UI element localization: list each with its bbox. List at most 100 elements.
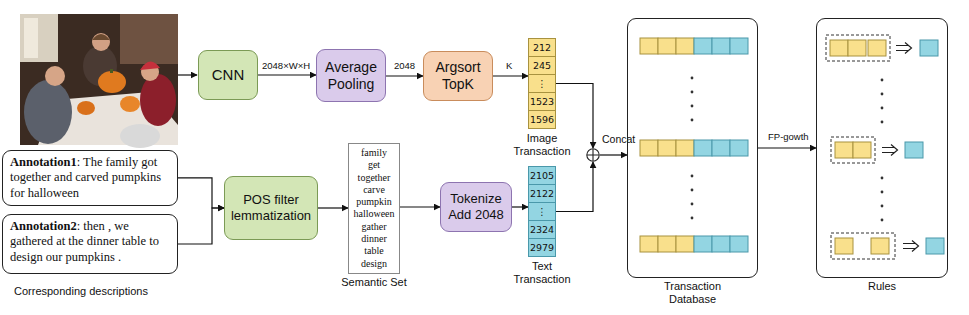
item-cell	[853, 142, 871, 158]
process-box: Average Pooling	[316, 49, 386, 102]
ellipsis-dot	[691, 189, 694, 192]
box-label: CNN	[212, 66, 245, 84]
item-id: 1523	[530, 97, 554, 107]
connector	[493, 75, 528, 76]
photo-wall	[120, 14, 178, 64]
photo-person-front	[120, 124, 160, 148]
photo-window-pane	[24, 18, 38, 58]
process-box: POS filter lemmatization	[224, 176, 318, 240]
ellipsis-dot	[881, 107, 884, 110]
item-cell	[920, 40, 938, 56]
photo-pumpkin-stem	[110, 69, 113, 73]
transaction-column: Text Transaction21052122⋮23242979	[528, 166, 556, 257]
panel-caption: Semantic Set	[334, 276, 414, 289]
ellipsis-dot	[881, 191, 884, 194]
item-id: 2105	[530, 171, 554, 181]
annotation-heading: Annotation2	[10, 219, 77, 233]
connector	[258, 74, 316, 75]
ellipsis-dot	[691, 91, 694, 94]
photo-window	[20, 14, 58, 62]
photo-arrow	[178, 74, 197, 75]
edge-label: K	[505, 60, 513, 72]
database-panel: Transaction Database	[627, 18, 758, 278]
item-cell	[658, 38, 676, 54]
transaction-column: Image Transaction212245⋮15231596	[528, 38, 556, 129]
connector	[318, 207, 348, 208]
item-cell	[712, 236, 730, 252]
photo-person-back-hair	[92, 34, 110, 40]
photo-pumpkin	[77, 101, 95, 115]
connector	[178, 208, 224, 244]
item-cell	[730, 140, 748, 156]
panel-caption: Rules	[849, 280, 915, 293]
photo-pumpkin	[120, 96, 140, 112]
annotation-box: Annotation2: then , we gathered at the d…	[2, 214, 178, 274]
panel-caption: Image Transaction	[509, 132, 575, 158]
concat-cross	[587, 149, 599, 161]
item-cell	[676, 140, 694, 156]
semantic-word: halloween	[351, 208, 397, 220]
photo-person-left-head	[45, 66, 65, 86]
concat-label: Concat	[602, 134, 635, 146]
connector	[556, 84, 593, 149]
implies-symbol	[903, 241, 919, 252]
box-label: Average Pooling	[320, 59, 382, 93]
connector	[600, 154, 627, 155]
item-cell	[676, 38, 694, 54]
edge-label: FP-gowth	[767, 131, 810, 143]
semantic-word: dinner	[351, 233, 397, 245]
item-id: ⋮	[537, 79, 547, 89]
item-cell	[835, 142, 853, 158]
item-cell	[871, 238, 889, 254]
connector	[386, 75, 423, 76]
item-cell: 2324	[528, 220, 556, 239]
semantic-word: family	[351, 147, 397, 159]
item-cell	[730, 38, 748, 54]
box-label: Tokenize Add 2048	[444, 191, 508, 222]
semantic-word: carve	[351, 184, 397, 196]
connector	[178, 178, 224, 208]
antecedent-bracket	[831, 137, 875, 163]
ellipsis-dot	[881, 219, 884, 222]
ellipsis-dot	[881, 121, 884, 124]
connector	[512, 206, 528, 207]
concat-node: Concat	[586, 148, 600, 162]
ellipsis-dot	[881, 177, 884, 180]
photo-person-right	[140, 74, 176, 126]
item-cell	[640, 38, 658, 54]
connector	[758, 147, 816, 148]
item-cell	[694, 236, 712, 252]
ellipsis-dot	[691, 77, 694, 80]
item-cell	[835, 238, 853, 254]
item-cell	[730, 236, 748, 252]
item-id: 245	[533, 61, 551, 71]
implies-symbol	[882, 145, 898, 156]
semantic-word: get	[351, 159, 397, 171]
antecedent-bracket	[826, 35, 890, 61]
box-label: POS filter lemmatization	[228, 192, 314, 223]
panel-caption: Text Transaction	[509, 260, 575, 286]
process-box: Argsort TopK	[423, 51, 493, 101]
item-cell	[712, 38, 730, 54]
item-cell	[905, 142, 923, 158]
semantic-word: design	[351, 258, 397, 270]
item-cell: ⋮	[528, 202, 556, 221]
item-id: 2324	[530, 225, 554, 235]
connector	[400, 206, 440, 207]
item-cell	[676, 236, 694, 252]
antecedent-bracket	[831, 233, 895, 259]
item-cell: 212	[528, 38, 556, 57]
item-cell: 1523	[528, 92, 556, 111]
item-cell	[868, 40, 886, 56]
plain-label: Corresponding descriptions	[14, 285, 148, 298]
ellipsis-dot	[881, 205, 884, 208]
annotation-box: Annotation1: The family got together and…	[2, 150, 178, 206]
implies-symbol	[896, 43, 912, 54]
semantic-word: pumpkin	[351, 196, 397, 208]
item-cell	[848, 40, 866, 56]
item-cell: 2122	[528, 184, 556, 203]
item-cell	[712, 140, 730, 156]
process-box: CNN	[198, 50, 258, 100]
item-id: 1596	[530, 115, 554, 125]
